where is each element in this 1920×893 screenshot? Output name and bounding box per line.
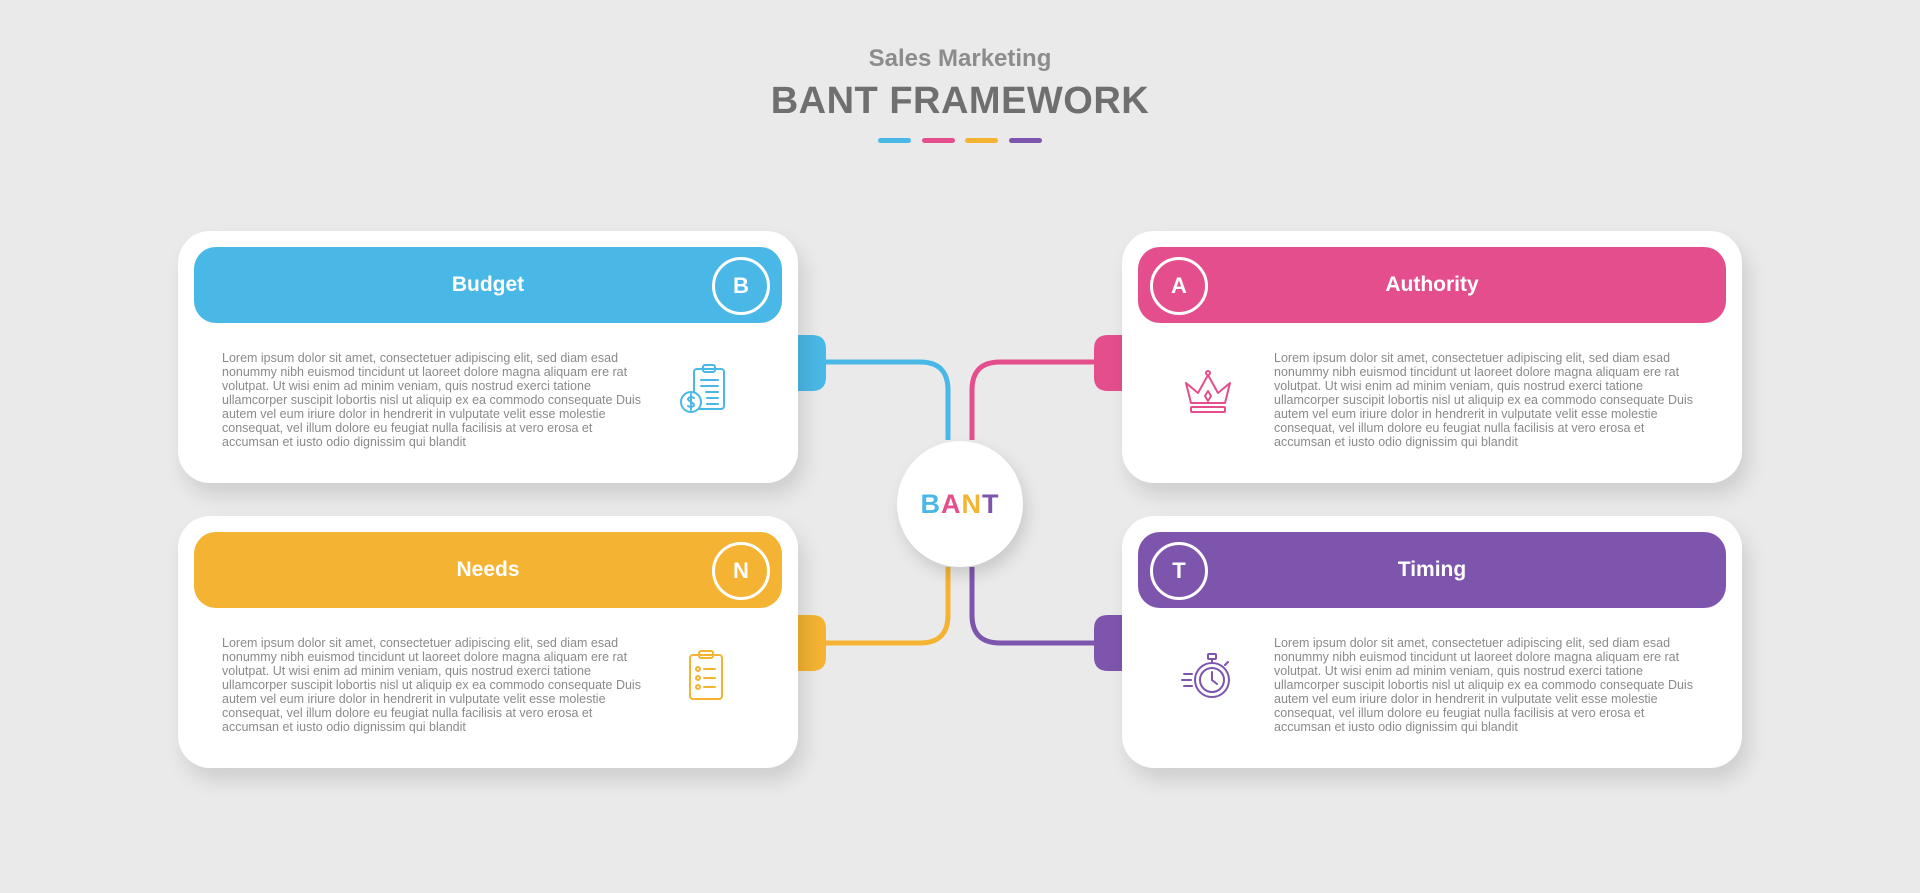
card-text-needs: Lorem ipsum dolor sit amet, consectetuer… (222, 636, 641, 734)
crown-icon (1185, 370, 1231, 413)
money-clipboard-icon (680, 364, 725, 413)
card-text-timing: Lorem ipsum dolor sit amet, consectetuer… (1274, 636, 1693, 734)
connector-timing (969, 567, 1094, 646)
card-header-authority: Authority A (1138, 247, 1726, 323)
letter-badge-budget: B (712, 257, 770, 315)
center-letter-b: B (920, 489, 941, 519)
center-letter-t: T (982, 489, 1000, 519)
letter-badge-needs: N (712, 542, 770, 600)
checklist-icon (689, 650, 723, 700)
card-text-authority: Lorem ipsum dolor sit amet, consectetuer… (1274, 351, 1693, 449)
dash-needs (965, 138, 999, 143)
card-header-timing: Timing T (1138, 532, 1726, 608)
card-title-timing: Timing (1397, 558, 1467, 581)
tab-budget (798, 335, 826, 391)
card-header-needs: Needs N (194, 532, 782, 608)
card-title-needs: Needs (456, 558, 520, 581)
center-bant-circle: BANT (897, 441, 1023, 567)
card-header-budget: Budget B (194, 247, 782, 323)
page-subtitle: Sales Marketing (868, 45, 1052, 72)
connector-needs (826, 567, 951, 646)
center-letter-n: N (961, 489, 982, 519)
stopwatch-icon (1181, 653, 1230, 698)
card-timing: Timing T Lorem ipsum dolor sit amet, con… (1122, 516, 1742, 768)
tab-timing (1094, 615, 1122, 671)
page-title: BANT FRAMEWORK (770, 80, 1150, 122)
dash-authority (921, 138, 955, 143)
header: Sales Marketing BANT FRAMEWORK (0, 44, 1920, 143)
letter-badge-authority: A (1150, 257, 1208, 315)
card-title-budget: Budget (451, 273, 525, 296)
card-budget: Budget B Lorem ipsum dolor sit amet, con… (178, 231, 798, 483)
center-letter-a: A (941, 489, 962, 519)
tab-authority (1094, 335, 1122, 391)
dash-budget (878, 138, 912, 143)
letter-badge-timing: T (1150, 542, 1208, 600)
card-title-authority: Authority (1385, 273, 1479, 296)
tab-needs (798, 615, 826, 671)
connector-budget (826, 359, 951, 440)
title-underline-dashes (0, 138, 1920, 143)
card-text-budget: Lorem ipsum dolor sit amet, consectetuer… (222, 351, 641, 449)
connector-authority (969, 359, 1094, 440)
card-authority: Authority A Lorem ipsum dolor sit amet, … (1122, 231, 1742, 483)
card-needs: Needs N Lorem ipsum dolor sit amet, cons… (178, 516, 798, 768)
dash-timing (1008, 138, 1042, 143)
